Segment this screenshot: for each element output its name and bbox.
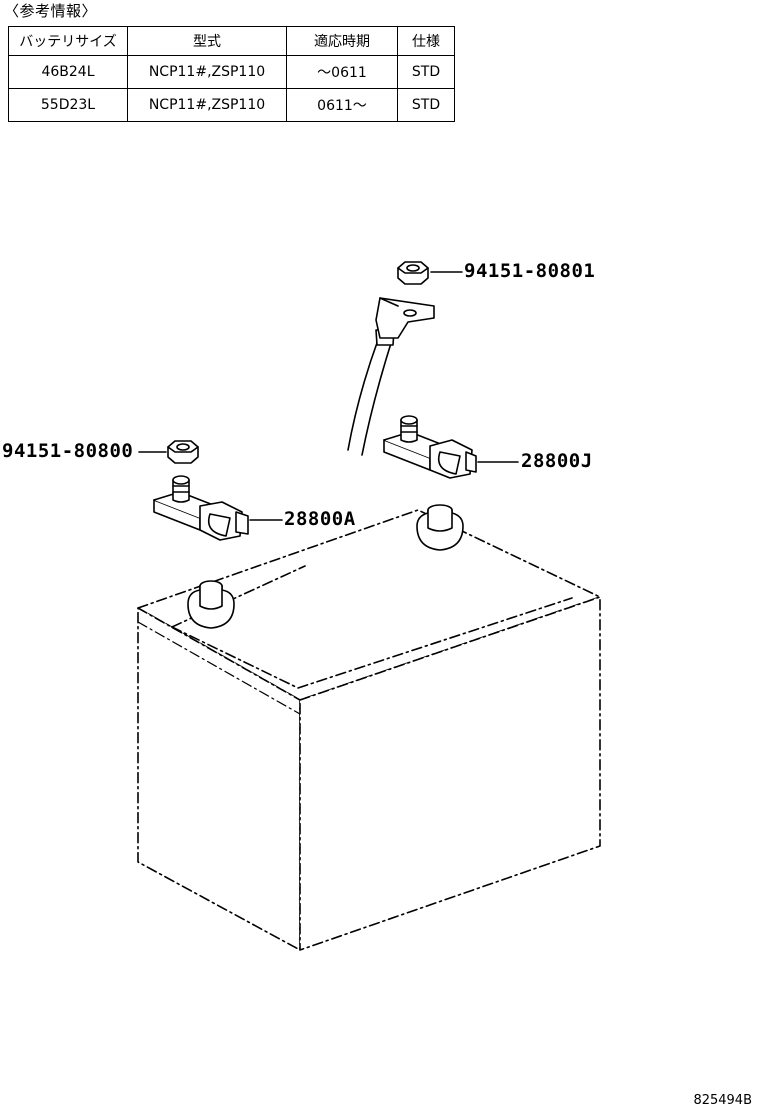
header-model: 型式 bbox=[127, 26, 287, 56]
cell-model: NCP11#,ZSP110 bbox=[127, 88, 287, 122]
part-number-nut-left[interactable]: 94151-80800 bbox=[2, 440, 134, 462]
reference-heading: 〈参考情報〉 bbox=[4, 2, 98, 20]
cell-period: 0611～ bbox=[286, 88, 398, 122]
table-header-row: バッテリサイズ 型式 適応時期 仕様 bbox=[8, 26, 455, 56]
cell-spec: STD bbox=[397, 88, 455, 122]
cell-battery-size: 46B24L bbox=[8, 55, 128, 89]
cell-battery-size: 55D23L bbox=[8, 88, 128, 122]
diagram-id: 825494B bbox=[693, 1093, 752, 1108]
cell-period: ～0611 bbox=[286, 55, 398, 89]
part-number-terminal-right[interactable]: 28800J bbox=[521, 450, 593, 472]
battery bbox=[137, 509, 601, 951]
header-spec: 仕様 bbox=[397, 26, 455, 56]
cable bbox=[347, 297, 435, 456]
table-row: 55D23L NCP11#,ZSP110 0611～ STD bbox=[8, 88, 455, 122]
part-number-nut-top[interactable]: 94151-80801 bbox=[464, 260, 596, 282]
nut-left bbox=[167, 440, 199, 464]
header-battery-size: バッテリサイズ bbox=[8, 26, 128, 56]
header-applicable-period: 適応時期 bbox=[286, 26, 398, 56]
terminal-left bbox=[153, 475, 249, 541]
part-number-terminal-left[interactable]: 28800A bbox=[284, 508, 356, 530]
nut-top bbox=[397, 261, 429, 285]
table-row: 46B24L NCP11#,ZSP110 ～0611 STD bbox=[8, 55, 455, 89]
battery-post-left bbox=[187, 580, 235, 629]
terminal-right bbox=[383, 415, 477, 479]
cell-spec: STD bbox=[397, 55, 455, 89]
reference-table: バッテリサイズ 型式 適応時期 仕様 46B24L NCP11#,ZSP110 … bbox=[8, 26, 455, 122]
battery-post-right bbox=[416, 504, 464, 551]
